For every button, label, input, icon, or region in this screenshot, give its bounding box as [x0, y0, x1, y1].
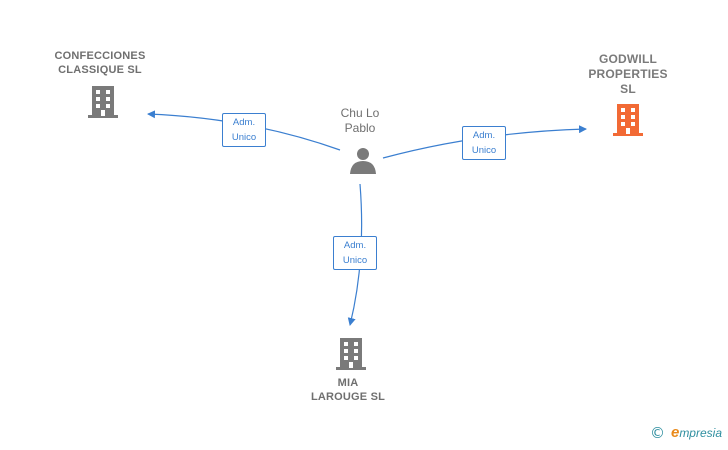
brand-logo: empresia	[671, 424, 722, 442]
person-name[interactable]: Chu Lo Pablo	[340, 106, 380, 135]
building-icon[interactable]	[87, 84, 119, 118]
company-label-godwill[interactable]: GODWILL PROPERTIES SL	[588, 52, 668, 96]
company-label-mia[interactable]: MIA LAROUGE SL	[310, 377, 386, 403]
brand-name: mpresia	[679, 426, 722, 440]
brand-watermark[interactable]: © empresia	[650, 424, 722, 442]
building-icon-highlighted[interactable]	[612, 102, 644, 136]
edge-label-confecciones: Adm. Unico	[222, 113, 266, 147]
edge-label-godwill: Adm. Unico	[462, 126, 506, 160]
building-icon[interactable]	[335, 336, 367, 370]
edge-label-mia: Adm. Unico	[333, 236, 377, 270]
brand-initial: e	[670, 424, 680, 441]
person-icon[interactable]	[349, 146, 377, 174]
copyright-icon: ©	[649, 423, 665, 442]
company-label-confecciones[interactable]: CONFECCIONES CLASSIQUE SL	[54, 50, 146, 76]
